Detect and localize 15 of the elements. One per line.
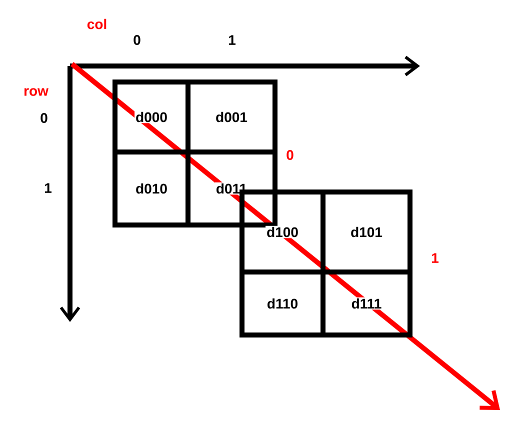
grid-cell: d000 [112,80,190,154]
index-label: 0 [134,35,140,45]
grid-cell: d101 [320,190,412,274]
grid-cell: d111 [320,270,412,338]
index-label: 1 [45,183,52,193]
grid-cell: d001 [186,80,278,154]
axis-label: col [87,18,106,30]
grid-cell: d100 [240,190,326,274]
axis-label: row [24,88,48,96]
index-label: 0 [286,150,294,160]
grid-cell: d010 [112,150,190,228]
index-label: 1 [229,35,236,45]
grid-cell: d110 [240,270,326,338]
index-label: 0 [40,113,48,123]
index-label: 1 [432,253,439,263]
